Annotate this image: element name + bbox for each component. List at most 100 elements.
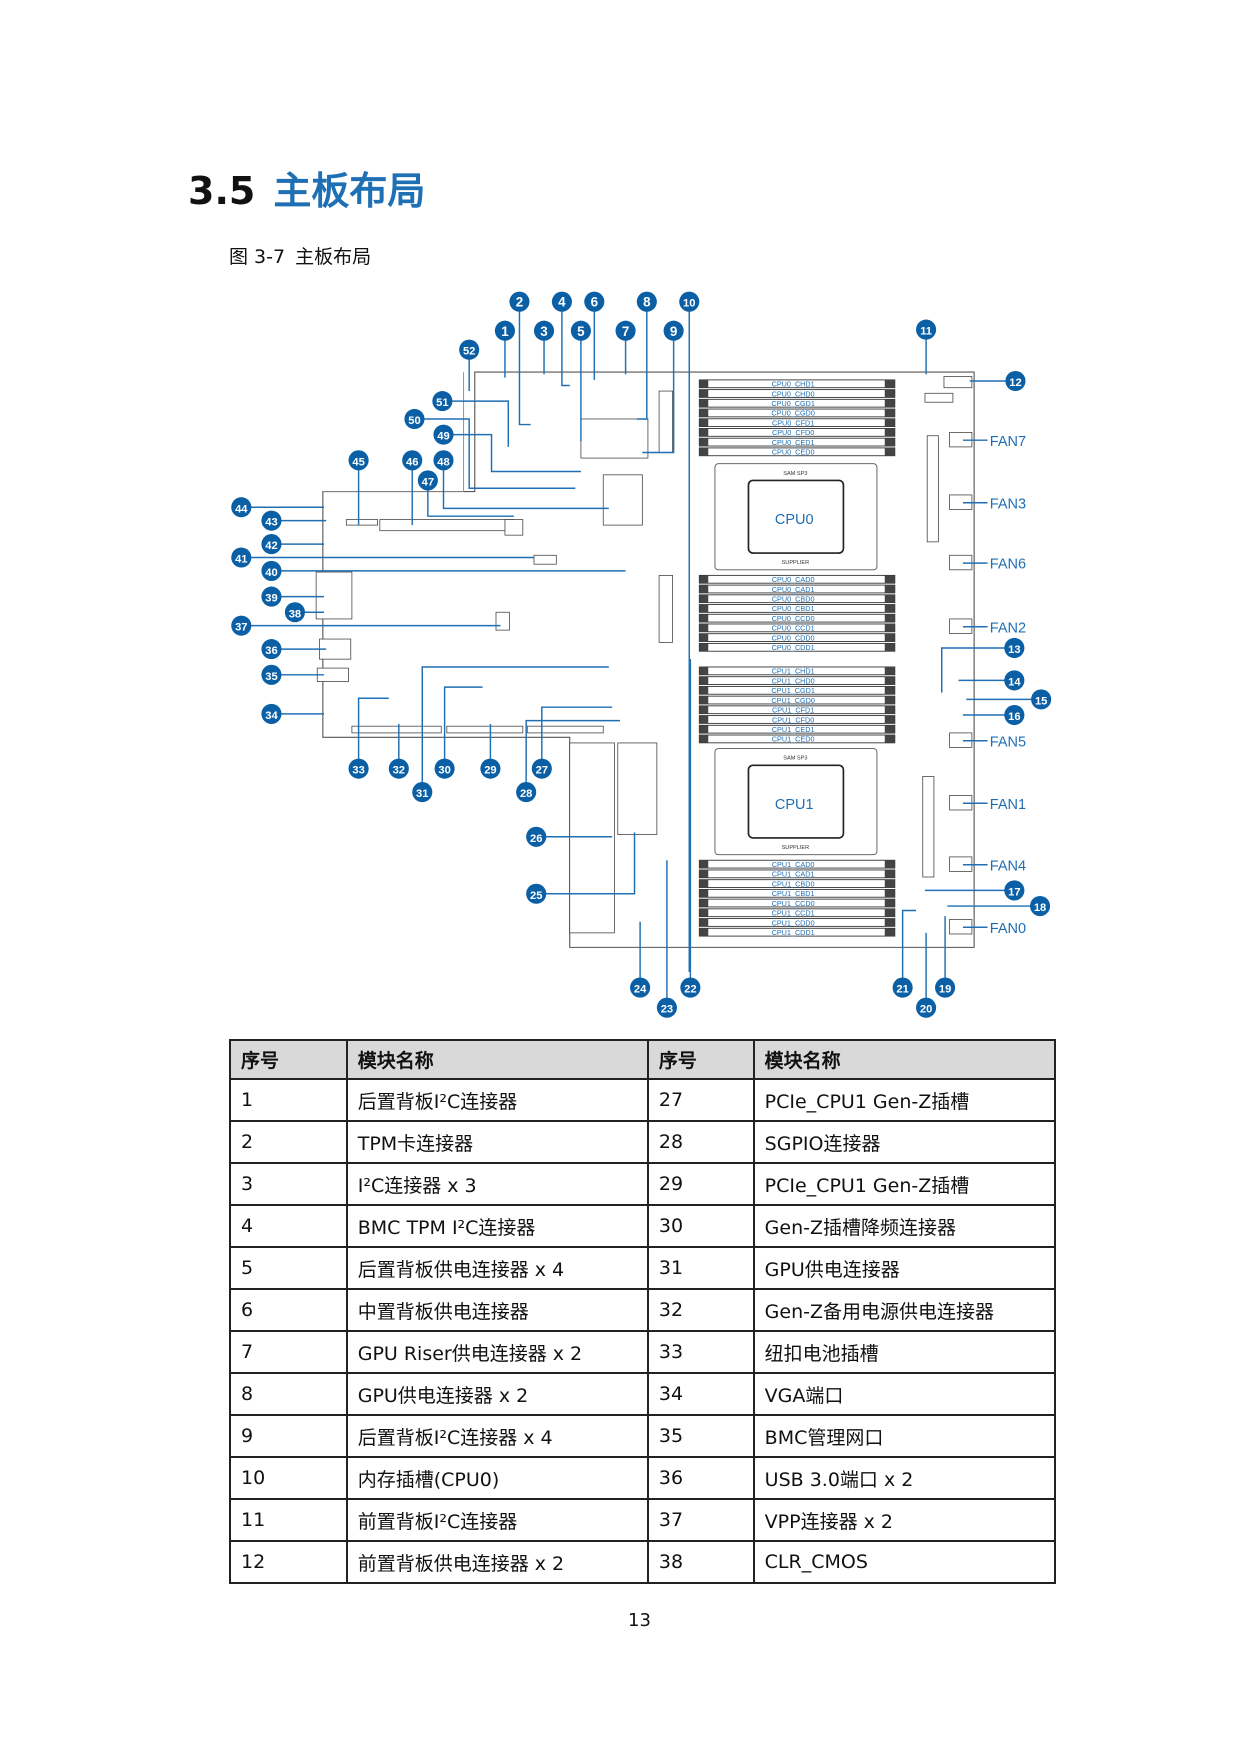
dimm-latch bbox=[884, 676, 895, 685]
dimm-latch bbox=[699, 633, 709, 642]
leader-line bbox=[443, 433, 581, 473]
dimm-latch bbox=[699, 594, 709, 603]
dimm-label: CPU1_CHD1 bbox=[772, 667, 815, 676]
dimm-latch bbox=[884, 594, 895, 603]
callout-badge bbox=[261, 510, 282, 531]
callout-number: 12 bbox=[1009, 377, 1021, 389]
module-name-cell: 后置背板I²C连接器 x 4 bbox=[345, 1414, 649, 1458]
connector bbox=[602, 474, 643, 526]
dimm-latch bbox=[699, 623, 709, 632]
callout-number: 30 bbox=[438, 765, 450, 777]
dimm-latch bbox=[699, 614, 709, 623]
callout-badge bbox=[584, 291, 605, 312]
fan-label: FAN6 bbox=[990, 557, 1026, 573]
dimm-latch bbox=[699, 643, 709, 652]
callout-badge bbox=[516, 782, 537, 803]
module-name-cell: GPU Riser供电连接器 x 2 bbox=[345, 1330, 649, 1374]
module-name-cell: 前置背板I²C连接器 bbox=[345, 1498, 649, 1542]
figure-title: 主板布局 bbox=[295, 246, 372, 268]
callout-number: 5 bbox=[577, 324, 585, 339]
dimm-label: CPU0_CGD0 bbox=[771, 409, 815, 418]
dimm-label: CPU1_CGD1 bbox=[771, 686, 815, 695]
connector bbox=[926, 435, 939, 543]
index-cell: 3 bbox=[229, 1162, 348, 1206]
index-cell: 34 bbox=[646, 1372, 755, 1416]
table-header-row: 序号 模块名称 序号 模块名称 bbox=[229, 1039, 1057, 1080]
dimm-latch bbox=[699, 438, 709, 447]
callout-badge bbox=[526, 826, 547, 847]
index-cell: 8 bbox=[229, 1372, 348, 1416]
callout-badge bbox=[630, 977, 651, 998]
dimm-label: CPU0_CHD1 bbox=[772, 380, 815, 389]
dimm-latch bbox=[699, 666, 709, 675]
leader-line bbox=[561, 301, 570, 387]
socket-label: SAM SP3 bbox=[783, 471, 807, 477]
callout-badge bbox=[656, 997, 677, 1018]
callout-number: 20 bbox=[920, 1004, 932, 1016]
module-name-cell: GPU供电连接器 x 2 bbox=[345, 1372, 649, 1416]
callout-badge bbox=[480, 758, 501, 779]
callout-badge bbox=[1029, 895, 1051, 917]
leader-line bbox=[357, 697, 389, 769]
index-cell: 36 bbox=[646, 1456, 755, 1500]
dimm-label: CPU1_CED0 bbox=[772, 735, 815, 744]
callout-number: 42 bbox=[265, 540, 277, 552]
callout-number: 11 bbox=[920, 326, 932, 338]
dimm-label: CPU0_CGD1 bbox=[771, 399, 815, 408]
dimm-latch bbox=[884, 869, 895, 878]
header-index: 序号 bbox=[646, 1039, 755, 1080]
module-name-cell: 后置背板供电连接器 x 4 bbox=[345, 1246, 649, 1290]
dimm-latch bbox=[699, 879, 709, 888]
callout-badge bbox=[509, 291, 530, 312]
connector bbox=[922, 776, 935, 878]
module-name-cell: TPM卡连接器 bbox=[345, 1120, 649, 1164]
callout-badge bbox=[680, 977, 701, 998]
callout-badge bbox=[261, 560, 282, 581]
index-cell: 27 bbox=[646, 1078, 755, 1122]
index-cell: 4 bbox=[229, 1204, 348, 1248]
callout-badge bbox=[1031, 689, 1052, 710]
index-cell: 9 bbox=[229, 1414, 348, 1458]
leader-line bbox=[901, 909, 917, 988]
dimm-label: CPU0_CHD0 bbox=[772, 389, 815, 398]
dimm-latch bbox=[699, 676, 709, 685]
dimm-latch bbox=[699, 686, 709, 695]
callout-badge bbox=[533, 320, 555, 341]
module-name-cell: GPU供电连接器 bbox=[752, 1246, 1057, 1290]
connector bbox=[504, 519, 524, 536]
callout-number: 13 bbox=[1008, 644, 1020, 656]
dimm-latch bbox=[699, 428, 709, 437]
index-cell: 30 bbox=[646, 1204, 755, 1248]
connector bbox=[495, 611, 510, 631]
callout-number: 25 bbox=[530, 890, 542, 902]
callout-number: 19 bbox=[939, 984, 951, 996]
dimm-latch bbox=[884, 879, 895, 888]
callout-badge bbox=[231, 615, 252, 636]
dimm-latch bbox=[699, 705, 709, 714]
dimm-label: CPU1_CGD0 bbox=[771, 696, 815, 705]
callout-number: 46 bbox=[406, 456, 418, 468]
callout-badge bbox=[1005, 370, 1026, 392]
callout-badge bbox=[388, 758, 409, 779]
callout-badge bbox=[417, 470, 438, 491]
dimm-latch bbox=[884, 889, 895, 898]
leader-line bbox=[427, 480, 514, 517]
dimm-latch bbox=[699, 715, 709, 724]
dimm-latch bbox=[884, 633, 895, 642]
dimm-label: CPU1_CDD1 bbox=[772, 928, 815, 937]
connector bbox=[351, 725, 442, 734]
callout-number: 26 bbox=[530, 833, 542, 845]
dimm-label: CPU1_CED1 bbox=[772, 725, 815, 734]
index-cell: 38 bbox=[646, 1540, 755, 1584]
dimm-label: CPU0_CFD1 bbox=[772, 418, 814, 427]
dimm-latch bbox=[884, 686, 895, 695]
dimm-latch bbox=[699, 696, 709, 704]
callout-number: 41 bbox=[235, 554, 247, 566]
dimm-latch bbox=[884, 389, 895, 398]
callout-number: 38 bbox=[289, 608, 301, 620]
callout-badge bbox=[261, 639, 282, 660]
dimm-latch bbox=[884, 585, 895, 593]
